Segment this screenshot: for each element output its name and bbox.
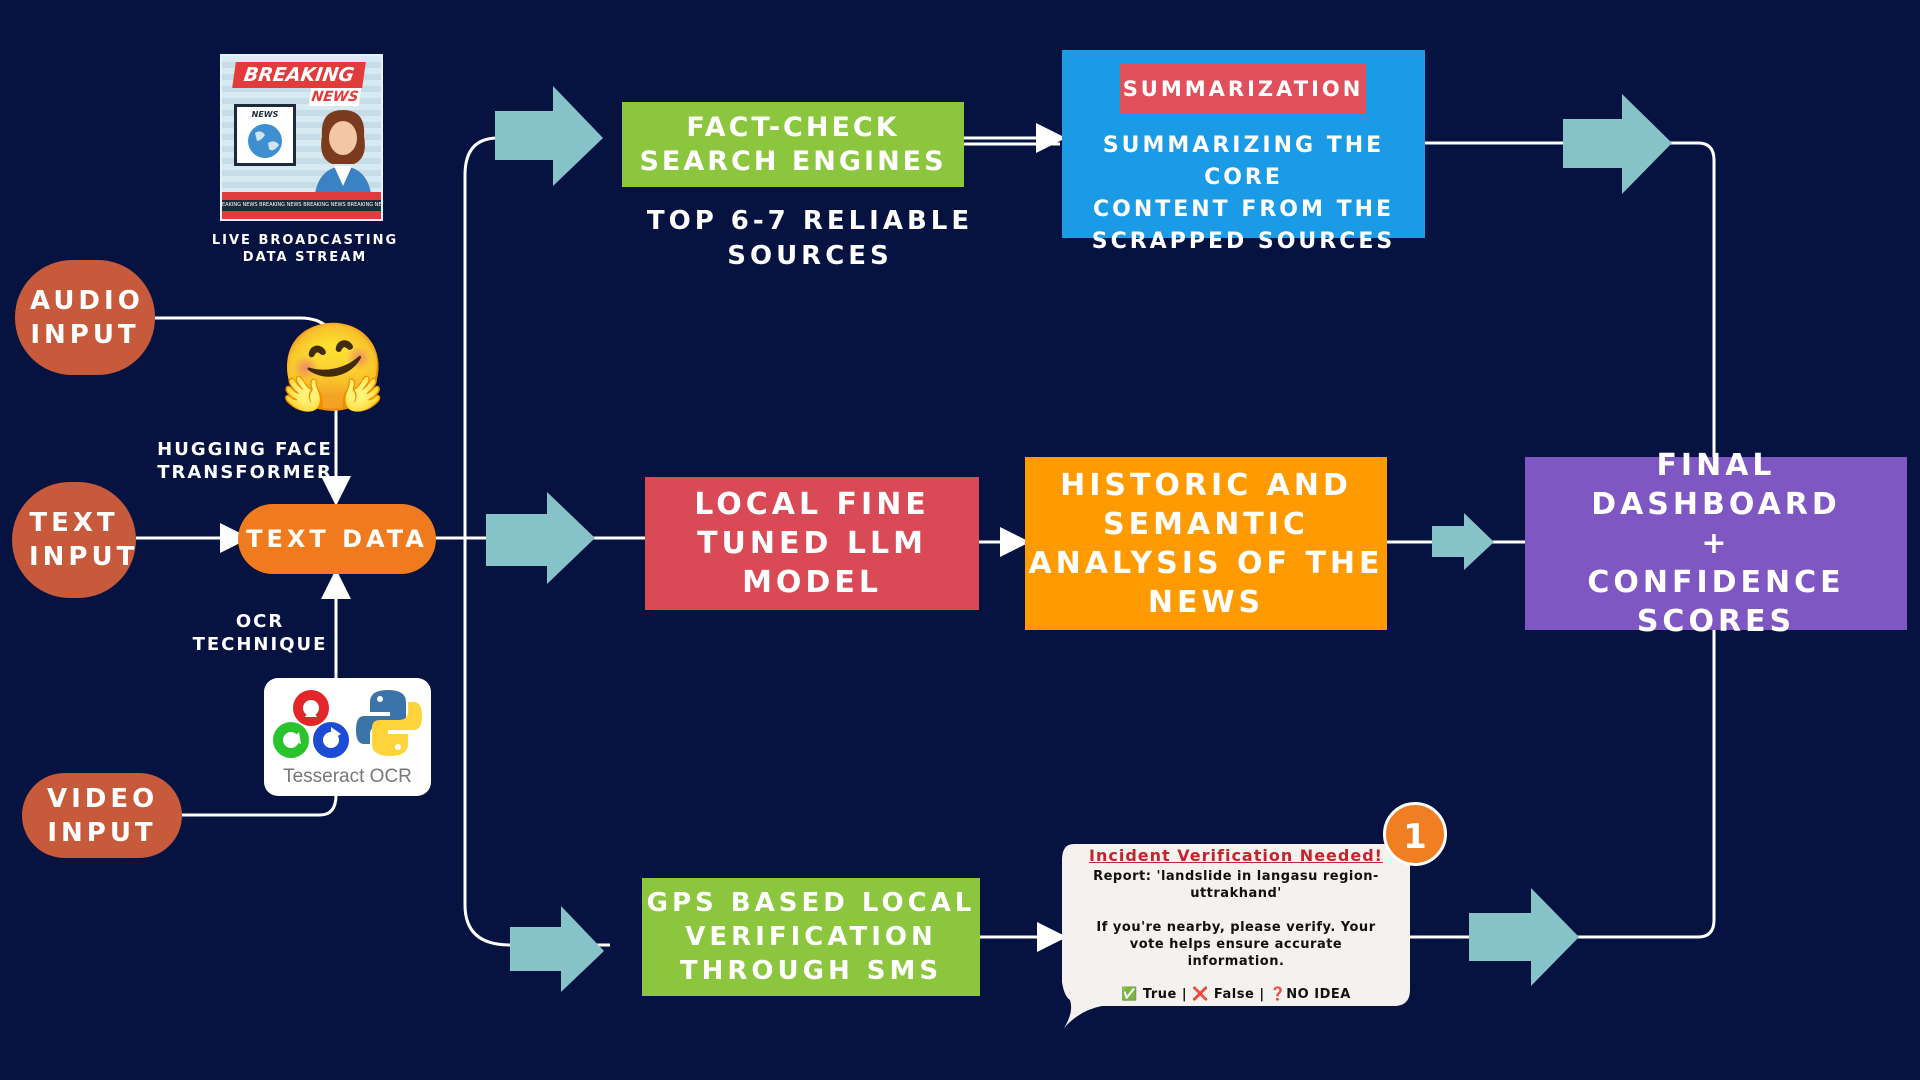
- gps-sms-verification: GPS BASED LOCAL VERIFICATION THROUGH SMS: [642, 878, 980, 996]
- arrow-to-gps: [510, 906, 604, 992]
- news-anchor-icon: [314, 110, 372, 202]
- summarization-text: SUMMARIZING THE CORE CONTENT FROM THE SC…: [1091, 133, 1396, 254]
- local-fine-tuned-llm: LOCAL FINE TUNED LLM MODEL: [645, 477, 979, 610]
- sms-notification-badge: 1: [1383, 802, 1447, 866]
- opencv-icon: [273, 690, 349, 758]
- arrow-historic-out: [1432, 513, 1494, 570]
- text-data-node: TEXT DATA: [238, 504, 436, 574]
- tesseract-ocr-logo: Tesseract OCR: [264, 678, 431, 796]
- text-input: TEXT INPUT: [12, 482, 136, 598]
- python-icon: [356, 690, 422, 756]
- true-option[interactable]: ✅ True: [1121, 987, 1177, 1002]
- breaking-banner: BREAKING: [232, 62, 366, 88]
- video-input: VIDEO INPUT: [22, 773, 182, 858]
- sms-bubble-shape: [1062, 844, 1410, 1028]
- summary-to-dashboard: [1425, 141, 1716, 458]
- false-option[interactable]: ❌ False: [1192, 987, 1255, 1002]
- sms-to-dashboard: [1410, 630, 1716, 939]
- check-icon: ✅: [1121, 987, 1138, 1002]
- news-caption: LIVE BROADCASTING DATA STREAM: [211, 233, 399, 265]
- arrow-summary-out: [1563, 94, 1672, 194]
- cross-icon: ❌: [1192, 987, 1209, 1002]
- fact-check-search-engines: FACT-CHECK SEARCH ENGINES: [622, 102, 964, 187]
- branch-trunk: [463, 136, 610, 947]
- news-banner: NEWS: [308, 88, 362, 106]
- no-idea-option[interactable]: ❓NO IDEA: [1269, 987, 1351, 1002]
- historic-semantic-analysis: HISTORIC AND SEMANTIC ANALYSIS OF THE NE…: [1025, 457, 1387, 630]
- sms-request: If you're nearby, please verify. Your vo…: [1096, 920, 1376, 969]
- hugging-face-icon: 🤗: [279, 318, 387, 418]
- sms-report: Report: 'landslide in langasu region- ut…: [1093, 869, 1379, 901]
- globe-icon: [248, 124, 282, 158]
- final-dashboard: FINAL DASHBOARD + CONFIDENCE SCORES: [1525, 448, 1907, 639]
- hugging-face-label: HUGGING FACE TRANSFORMER: [157, 439, 333, 483]
- arrow-to-fact-check: [495, 86, 603, 186]
- sms-message: Incident Verification Needed! Report: 'l…: [1066, 846, 1406, 1003]
- audio-input: AUDIO INPUT: [15, 260, 155, 375]
- arrow-sms-out: [1469, 888, 1579, 986]
- arrow-to-llm: [486, 492, 595, 584]
- breaking-news-graphic: BREAKING NEWS NEWS EAKING NEWS BREAKING …: [220, 54, 383, 221]
- sms-vote-options: ✅ True | ❌ False | ❓NO IDEA: [1121, 987, 1351, 1002]
- news-ticker: EAKING NEWS BREAKING NEWS BREAKING NEWS …: [222, 200, 381, 211]
- question-icon: ❓: [1269, 987, 1287, 1002]
- audio-connector: [150, 316, 351, 506]
- ocr-label: OCR TECHNIQUE: [192, 611, 328, 655]
- news-screen: NEWS: [234, 104, 296, 166]
- sms-title: Incident Verification Needed!: [1089, 846, 1383, 865]
- tesseract-text: Tesseract OCR: [283, 766, 412, 787]
- reliable-sources-caption: TOP 6-7 RELIABLE SOURCES: [646, 206, 974, 271]
- summarization-tag: SUMMARIZATION: [1120, 64, 1366, 114]
- summarization-block: SUMMARIZATION SUMMARIZING THE CORE CONTE…: [1062, 50, 1425, 254]
